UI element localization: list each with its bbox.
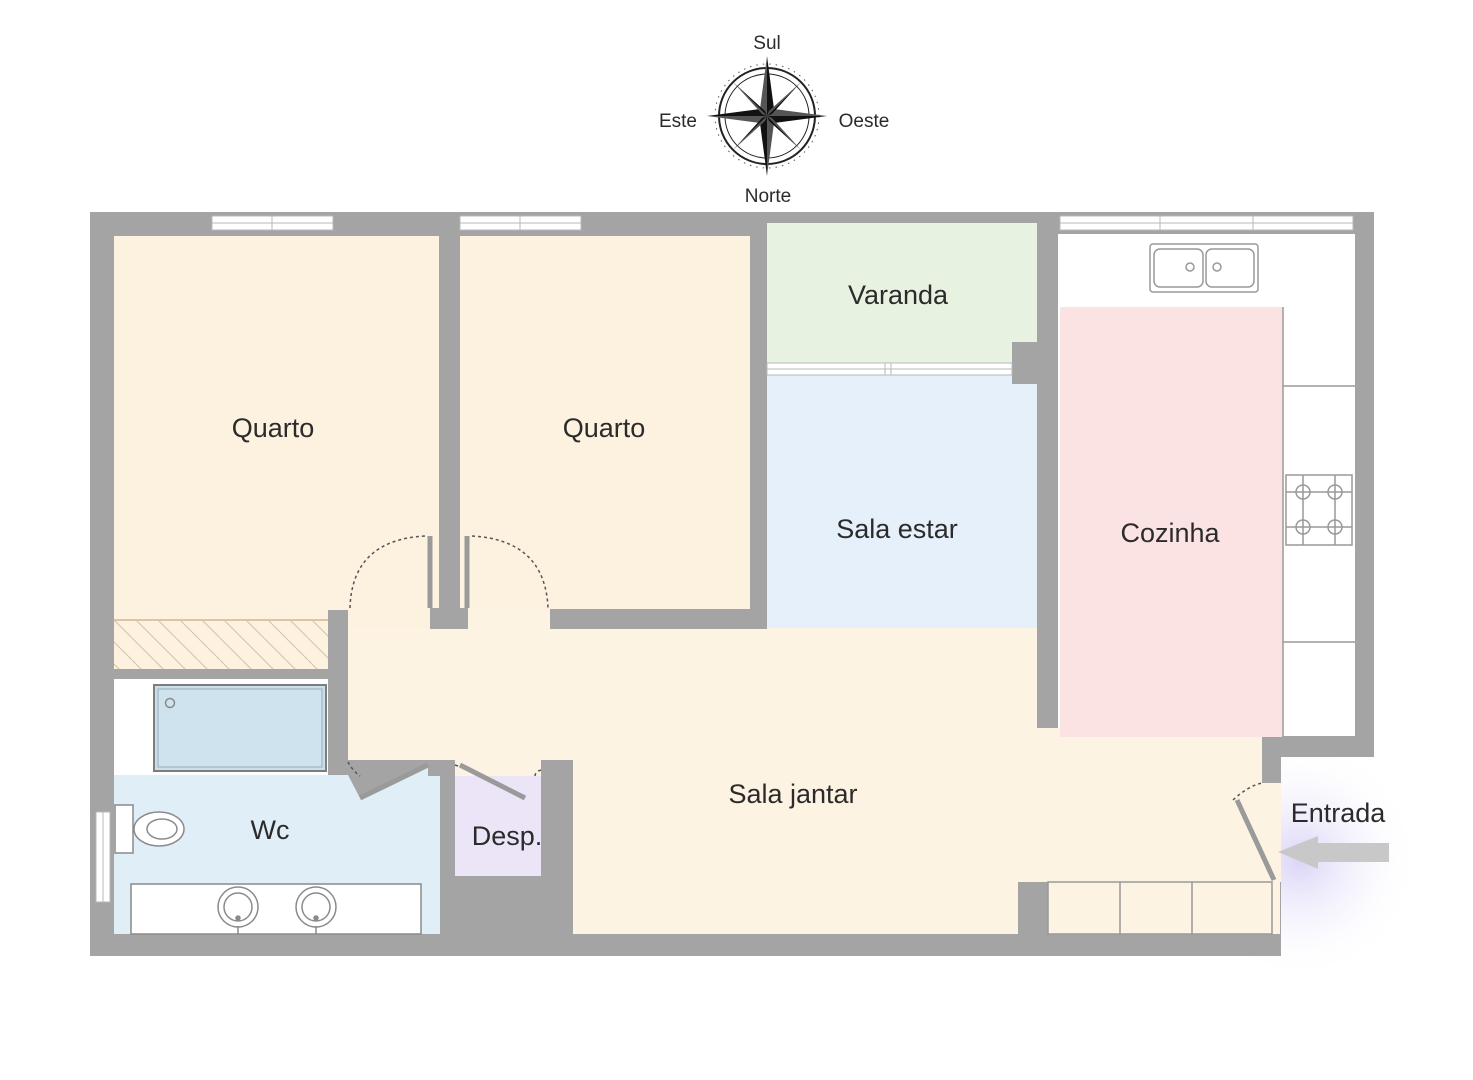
room-label-varanda: Varanda — [848, 280, 949, 310]
room-label-sala-estar: Sala estar — [836, 514, 958, 544]
cozinha-floor — [1060, 307, 1283, 737]
compass-rose — [707, 56, 827, 176]
room-floors — [114, 223, 1355, 934]
toilet-tank — [114, 804, 134, 854]
interior-walls — [114, 223, 1281, 934]
windows — [95, 215, 1354, 903]
wardrobe-hatch — [114, 620, 328, 669]
room-label-cozinha: Cozinha — [1120, 518, 1220, 548]
room-label-quarto-2: Quarto — [563, 413, 646, 443]
bath-fixtures — [114, 684, 422, 935]
room-label-sala-jantar: Sala jantar — [728, 779, 857, 809]
stove — [1285, 474, 1353, 546]
vanity — [130, 883, 422, 935]
quarto-2-floor — [460, 236, 750, 609]
entrance-label: Entrada — [1291, 798, 1387, 828]
entrance-arrow — [1278, 836, 1389, 869]
compass-label-left: Este — [659, 111, 697, 132]
room-label-quarto-1: Quarto — [232, 413, 315, 443]
cabinet-floor — [1048, 882, 1280, 934]
compass-label-top: Sul — [753, 33, 780, 54]
room-label-wc: Wc — [251, 815, 290, 845]
kitchen-fixtures — [1149, 243, 1355, 737]
cabinets — [1047, 881, 1273, 935]
sala-jantar-floor — [348, 628, 1281, 934]
door-leaves — [358, 536, 1277, 882]
varanda-floor — [767, 223, 1037, 363]
doors — [347, 535, 1263, 801]
sala-estar-floor — [767, 372, 1037, 630]
compass-label-bottom: Norte — [745, 186, 791, 207]
room-label-desp: Desp. — [472, 821, 543, 851]
compass-label-right: Oeste — [839, 111, 890, 132]
quarto-1-floor — [114, 236, 439, 669]
